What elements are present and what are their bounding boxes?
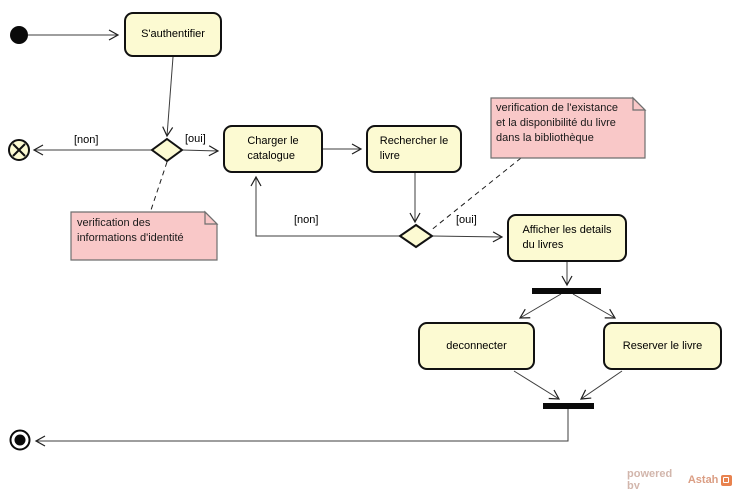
note-availability-fold-icon (632, 96, 647, 111)
flow-final-x-stroke (12, 143, 26, 157)
edge-fork-to-reserve (572, 293, 617, 319)
note-connector-identity (150, 161, 168, 211)
edge-disconnect-to-join (513, 370, 561, 400)
note-availability-text: verification de l'existance et la dispon… (496, 102, 618, 144)
note-identity-text: verification des informations d'identité (77, 217, 184, 244)
guard-label-auth-oui: [oui] (185, 133, 206, 145)
guard-label-search-non: [non] (294, 214, 319, 226)
note-identity-shape (70, 211, 218, 261)
edge-decision2-to-loadcatalog (250, 175, 400, 237)
action-node-disconnect: deconnecter (418, 322, 535, 370)
edge-fork-to-disconnect (518, 293, 562, 319)
note-connector-availability (429, 157, 522, 232)
decision-auth-icon (150, 137, 184, 163)
edge-decision1-to-loadcatalog (181, 145, 220, 157)
watermark: powered by Astah (627, 468, 732, 489)
initial-node-icon (10, 26, 28, 44)
decision-search-icon (398, 223, 434, 249)
edge-decision2-to-showdetails (431, 231, 504, 243)
action-node-search-book: Rechercher le livre (366, 125, 462, 173)
guard-label-auth-non: [non] (74, 134, 99, 146)
action-node-authenticate: S'authentifier (124, 12, 222, 57)
activity-final-inner-dot (14, 434, 26, 446)
guard-label-search-oui: [oui] (456, 214, 477, 226)
edge-authenticate-to-decision1 (162, 56, 174, 138)
action-node-show-details: Afficher les details du livres (507, 214, 627, 262)
action-node-reserve-book: Reserver le livre (603, 322, 722, 370)
edge-reserve-to-join (579, 370, 623, 400)
astah-logo-icon (721, 474, 732, 486)
join-bar (543, 403, 594, 409)
action-node-load-catalog: Charger le catalogue (223, 125, 323, 173)
edge-join-to-final (34, 409, 569, 447)
fork-bar (532, 288, 601, 294)
note-availability-shape (490, 97, 646, 159)
watermark-powered-by-text: powered by (627, 468, 673, 489)
note-identity-fold-icon (204, 210, 219, 225)
watermark-brand-text: Astah (687, 474, 719, 486)
